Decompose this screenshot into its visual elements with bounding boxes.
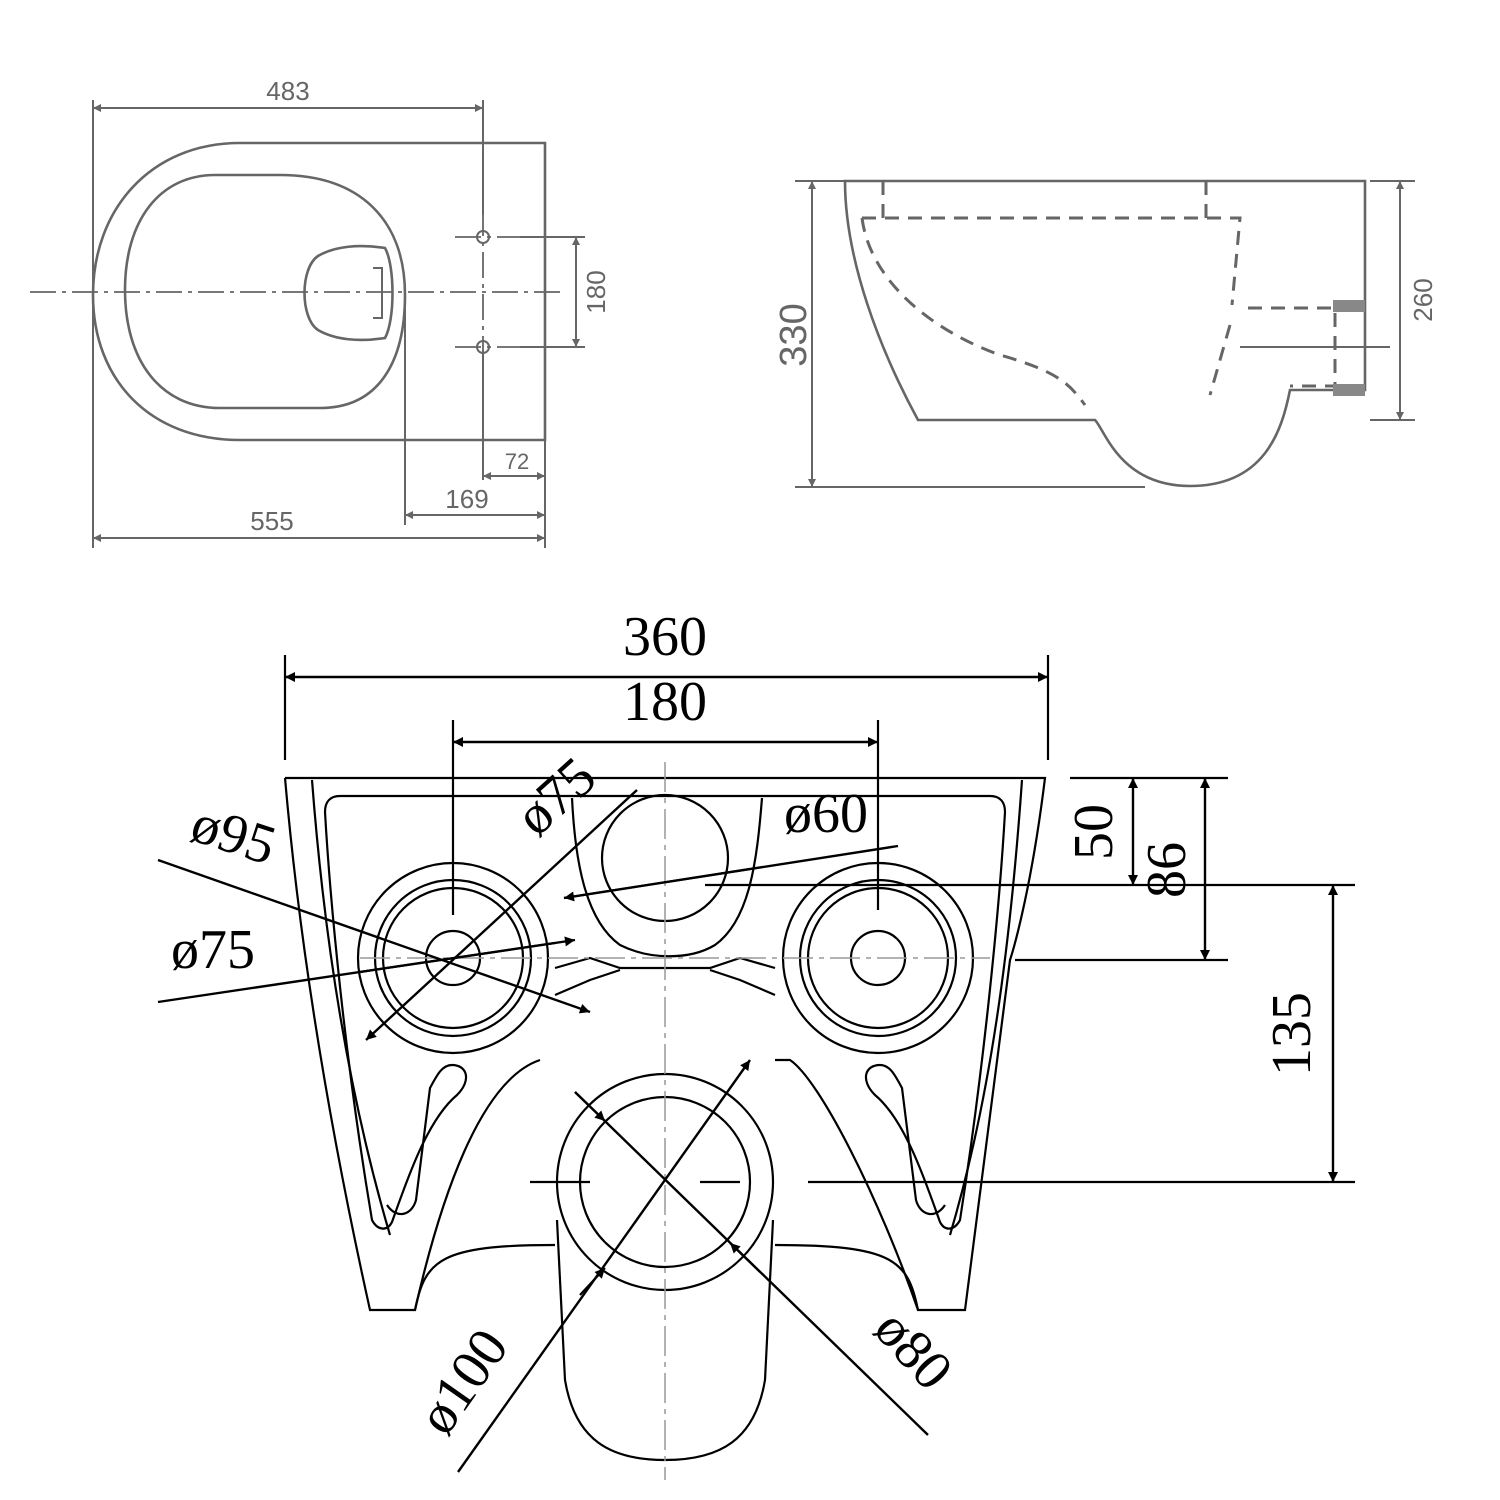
dim-50-label: 50 (1063, 804, 1125, 860)
dim-483-label: 483 (266, 76, 309, 106)
leader-d100 (457, 1059, 751, 1473)
top-view-bowl-opening (123, 173, 407, 410)
dim-86-label: 86 (1136, 842, 1198, 898)
back-view-inner-rim (323, 794, 1007, 1230)
top-view-flush-outlet (303, 244, 394, 342)
side-view: 330 260 (773, 179, 1438, 488)
side-view-fixing-thread-upper (1333, 300, 1365, 312)
dim-330-label: 330 (773, 303, 815, 366)
dim-d100-label: ø100 (406, 1318, 521, 1445)
leader-d75-upper (365, 789, 638, 1041)
dim-180-top-label: 180 (581, 270, 611, 313)
dim-135-label: 135 (1261, 992, 1323, 1076)
side-view-outline (843, 179, 1367, 488)
side-view-fixing-thread-lower (1333, 384, 1365, 396)
dim-360-label: 360 (623, 606, 707, 668)
back-view-inner-outline (310, 779, 1024, 1236)
back-view-outer-outline (283, 776, 1047, 1312)
dim-180-back-label: 180 (623, 671, 707, 733)
side-view-bowl-dashed (860, 216, 1242, 406)
dim-260-label: 260 (1408, 278, 1438, 321)
dim-555-label: 555 (250, 506, 293, 536)
dim-d60-label: ø60 (784, 783, 868, 845)
dim-d95-label: ø95 (184, 792, 283, 877)
top-view: 483 180 555 169 72 (30, 76, 611, 548)
back-view: 360 180 ø95 ø75 ø75 ø60 ø100 ø80 50 (157, 606, 1355, 1480)
top-view-outline (91, 141, 547, 442)
leader-d95 (157, 858, 591, 1014)
dim-d75-left-label: ø75 (171, 919, 255, 981)
dim-169-label: 169 (445, 484, 488, 514)
dim-72-label: 72 (505, 449, 529, 474)
top-view-flush-outlet-inner (373, 267, 383, 319)
